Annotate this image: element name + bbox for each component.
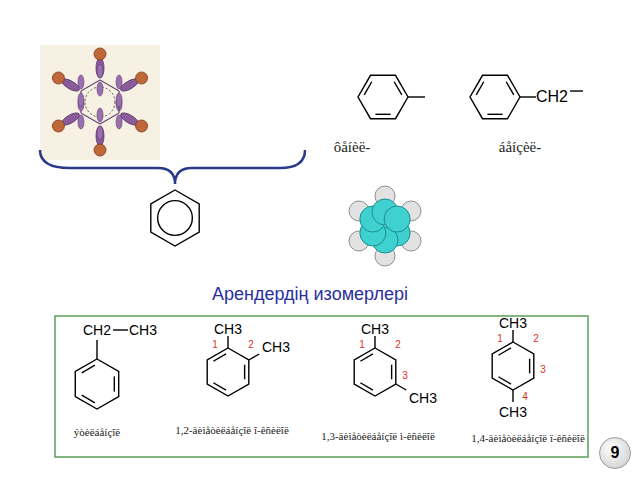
bond-line (512, 390, 513, 402)
chemical-formula: CH3 (499, 315, 527, 331)
double-bond (114, 376, 115, 391)
compound-name: ýòèëáåíçîë (74, 426, 120, 439)
hydrogen-sphere (94, 144, 106, 156)
bond-line (408, 96, 425, 97)
double-bond (364, 82, 372, 95)
locant-number: 1 (497, 333, 503, 345)
compound-name: 1,4-äèìåòèëáåíçîë ï-êñèëîë (466, 432, 591, 445)
slide-title: Арендердің изомерлері (110, 284, 510, 305)
benzene-ring (354, 348, 396, 396)
double-bond (498, 377, 511, 384)
double-bond (360, 354, 373, 361)
p-orbital (116, 93, 122, 107)
double-bond (487, 114, 502, 115)
chemical-formula: CH3 (409, 390, 437, 406)
locant-number: 1 (212, 339, 218, 351)
hydrogen-sphere (136, 120, 148, 132)
orbital-lobe (96, 58, 104, 78)
p-orbital (116, 115, 122, 129)
double-bond (213, 354, 226, 361)
benzene-ring (492, 342, 534, 390)
benzene-ring (151, 190, 199, 246)
p-orbital (78, 75, 84, 89)
locant-number: 4 (522, 391, 528, 403)
p-orbital (97, 82, 103, 96)
double-bond (529, 359, 530, 374)
locant-number: 2 (395, 339, 401, 351)
hydrogen-sphere (52, 72, 64, 84)
double-bond (394, 82, 402, 95)
double-bond (82, 365, 95, 373)
locant-number: 3 (540, 364, 546, 376)
bond-line (113, 329, 128, 330)
hydrogen-sphere (52, 120, 64, 132)
locant-number: 2 (248, 339, 254, 351)
aromatic-circle (158, 201, 193, 236)
hydrogen-sphere (94, 48, 106, 60)
compound-name: 1,3-äèìåòèëáåíçîë ì-êñèëîë (316, 430, 441, 443)
benzene-ring (207, 348, 249, 396)
double-bond (244, 365, 245, 380)
compound-name: 1,2-äèìåòèëáåíçîë î-êñèëîë (170, 424, 295, 437)
chemical-formula: CH2 (536, 88, 568, 106)
locant-number: 1 (359, 339, 365, 351)
double-bond (498, 348, 511, 355)
bond-line (512, 330, 513, 342)
chemical-formula: CH3 (262, 339, 290, 355)
double-bond (476, 82, 484, 95)
bond-line (227, 336, 228, 348)
locant-number: 2 (533, 333, 539, 345)
double-bond (213, 383, 226, 390)
p-orbital (97, 64, 103, 78)
bond-line (374, 336, 375, 348)
p-orbital (97, 108, 103, 122)
double-bond (82, 395, 95, 403)
locant-number: 3 (402, 370, 408, 382)
benzene-ring (75, 359, 118, 409)
curly-bracket (40, 150, 305, 184)
chemical-formula: CH2 (83, 322, 111, 338)
bond-line (396, 384, 406, 390)
radical-name: ôåíèë- (334, 139, 371, 156)
chemical-formula: CH3 (129, 322, 157, 338)
page-number-badge: 9 (599, 437, 631, 469)
hydrogen-sphere (136, 72, 148, 84)
bond-line (96, 340, 97, 359)
double-bond (360, 383, 373, 390)
double-bond (375, 114, 390, 115)
chemical-formula: CH3 (499, 404, 527, 420)
bond-line (520, 96, 536, 97)
double-bond (506, 82, 514, 95)
p-orbital (116, 75, 122, 89)
carbon-atom (384, 206, 410, 232)
p-orbital (78, 115, 84, 129)
radical-name: áåíçèë- (499, 139, 541, 156)
p-orbital (78, 93, 84, 107)
chemical-formula: CH3 (361, 321, 389, 337)
bond-line (570, 90, 583, 91)
bond-line (249, 354, 259, 360)
benzene-ring (470, 75, 520, 118)
page-number: 9 (611, 444, 620, 462)
chemical-formula: CH3 (214, 321, 242, 337)
benzene-ring (358, 75, 408, 118)
orbital-lobe (96, 126, 104, 146)
double-bond (391, 365, 392, 380)
p-orbital (97, 126, 103, 140)
orbital-frame (40, 45, 160, 160)
